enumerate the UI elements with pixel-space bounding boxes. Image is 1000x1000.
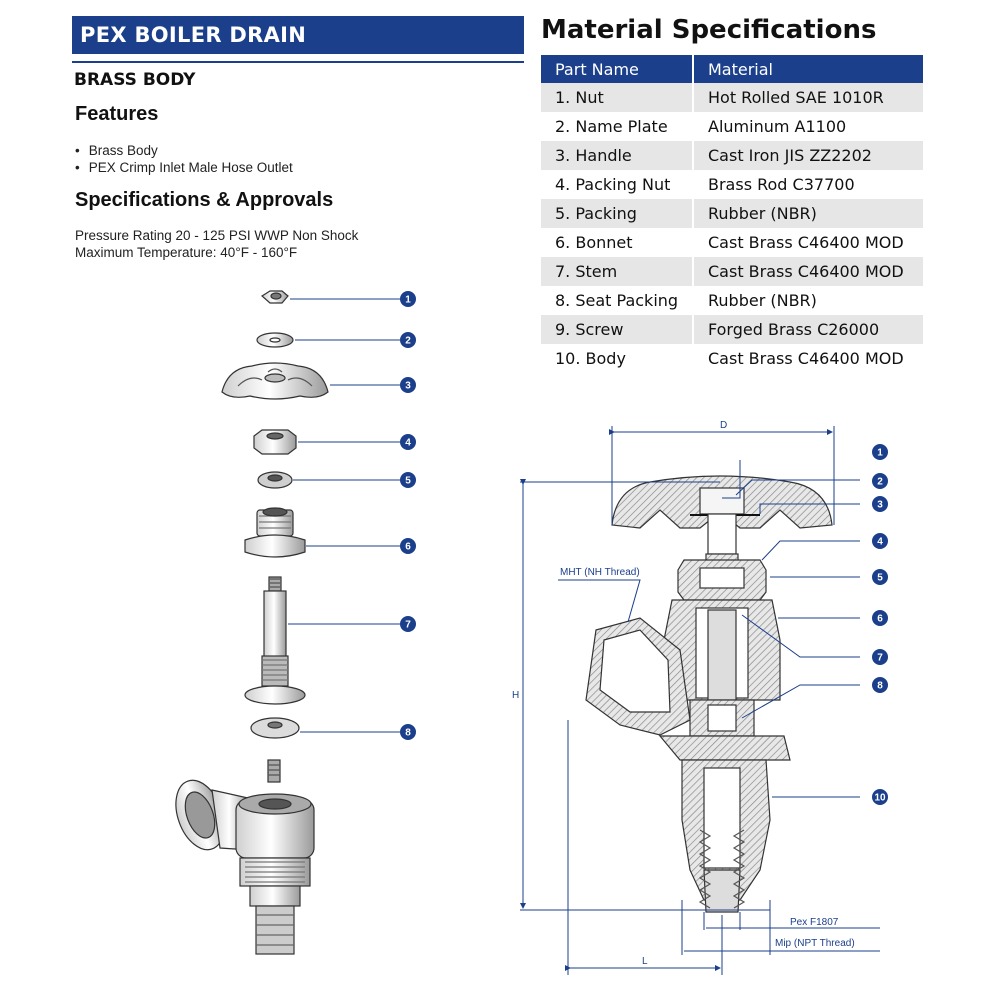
- cell-part: 10. Body: [541, 344, 694, 373]
- callout-5: 5: [400, 472, 416, 488]
- material-title: Material Specifications: [541, 15, 877, 45]
- mht-thread-label: MHT (NH Thread): [560, 567, 640, 578]
- spec-line-pressure: Pressure Rating 20 - 125 PSI WWP Non Sho…: [75, 228, 359, 243]
- stem-part: [263, 590, 287, 664]
- screw-part: [267, 759, 281, 783]
- svg-text:8: 8: [877, 681, 883, 692]
- callout-4: 4: [400, 434, 416, 450]
- cell-part: 6. Bonnet: [541, 228, 694, 257]
- svg-text:7: 7: [405, 620, 411, 631]
- svg-text:2: 2: [877, 477, 883, 488]
- cell-material: Cast Brass C46400 MOD: [694, 228, 923, 257]
- cell-material: Forged Brass C26000: [694, 315, 923, 344]
- svg-text:3: 3: [877, 500, 883, 511]
- svg-text:2: 2: [405, 336, 411, 347]
- cell-part: 1. Nut: [541, 83, 694, 112]
- cell-material: Aluminum A1100: [694, 112, 923, 141]
- cell-material: Hot Rolled SAE 1010R: [694, 83, 923, 112]
- cell-material: Rubber (NBR): [694, 199, 923, 228]
- dimension-d-label: D: [720, 420, 727, 431]
- table-header-row: Part Name Material: [541, 55, 923, 83]
- cell-material: Cast Brass C46400 MOD: [694, 344, 923, 373]
- features-heading: Features: [75, 103, 159, 125]
- section-callout-4: 4: [872, 533, 888, 549]
- packing-nut-part: [253, 429, 297, 455]
- section-callout-10: 10: [872, 789, 888, 805]
- section-callout-6: 6: [872, 610, 888, 626]
- callout-7: 7: [400, 616, 416, 632]
- section-callout-2: 2: [872, 473, 888, 489]
- cell-material: Cast Brass C46400 MOD: [694, 257, 923, 286]
- exploded-view: [175, 290, 329, 955]
- subtitle: BRASS BODY: [74, 70, 196, 90]
- dimension-h-label: H: [512, 690, 519, 701]
- cell-part: 7. Stem: [541, 257, 694, 286]
- section-leaders: [722, 460, 860, 798]
- cell-part: 3. Handle: [541, 141, 694, 170]
- dimension-lines: [520, 426, 880, 975]
- dimension-l-label: L: [642, 956, 648, 967]
- svg-text:4: 4: [405, 438, 411, 449]
- svg-text:4: 4: [877, 537, 883, 548]
- cell-material: Cast Iron JIS ZZ2202: [694, 141, 923, 170]
- section-callout-7: 7: [872, 649, 888, 665]
- svg-text:6: 6: [405, 542, 411, 553]
- body-part: [175, 779, 315, 955]
- specs-heading: Specifications & Approvals: [75, 189, 334, 211]
- section-view: [585, 475, 833, 913]
- svg-text:1: 1: [405, 295, 411, 306]
- section-callout-5: 5: [872, 569, 888, 585]
- column-header-material: Material: [694, 55, 923, 83]
- cell-material: Brass Rod C37700: [694, 170, 923, 199]
- callout-2: 2: [400, 332, 416, 348]
- svg-text:1: 1: [877, 448, 883, 459]
- cell-part: 5. Packing: [541, 199, 694, 228]
- title-rule: [72, 61, 524, 63]
- section-callout-1: 1: [872, 444, 888, 460]
- cell-part: 2. Name Plate: [541, 112, 694, 141]
- title-banner: PEX BOILER DRAIN: [72, 16, 524, 54]
- section-callout-3: 3: [872, 496, 888, 512]
- callout-3: 3: [400, 377, 416, 393]
- cell-material: Rubber (NBR): [694, 286, 923, 315]
- feature-item: Brass Body: [75, 142, 293, 159]
- mip-thread-label: Mip (NPT Thread): [775, 938, 855, 949]
- svg-text:6: 6: [877, 614, 883, 625]
- column-header-part: Part Name: [541, 55, 694, 83]
- spec-line-temperature: Maximum Temperature: 40°F - 160°F: [75, 245, 298, 260]
- feature-item: PEX Crimp Inlet Male Hose Outlet: [75, 159, 293, 176]
- callout-1: 1: [400, 291, 416, 307]
- pex-label: Pex F1807: [790, 917, 839, 928]
- cell-part: 8. Seat Packing: [541, 286, 694, 315]
- section-callout-8: 8: [872, 677, 888, 693]
- features-list: Brass Body PEX Crimp Inlet Male Hose Out…: [75, 142, 293, 176]
- svg-text:3: 3: [405, 381, 411, 392]
- svg-text:8: 8: [405, 728, 411, 739]
- svg-text:10: 10: [874, 793, 886, 804]
- cell-part: 4. Packing Nut: [541, 170, 694, 199]
- cell-part: 9. Screw: [541, 315, 694, 344]
- svg-text:5: 5: [405, 476, 411, 487]
- callout-6: 6: [400, 538, 416, 554]
- svg-text:5: 5: [877, 573, 883, 584]
- callout-8: 8: [400, 724, 416, 740]
- svg-text:7: 7: [877, 653, 883, 664]
- exploded-leaders: [288, 298, 400, 733]
